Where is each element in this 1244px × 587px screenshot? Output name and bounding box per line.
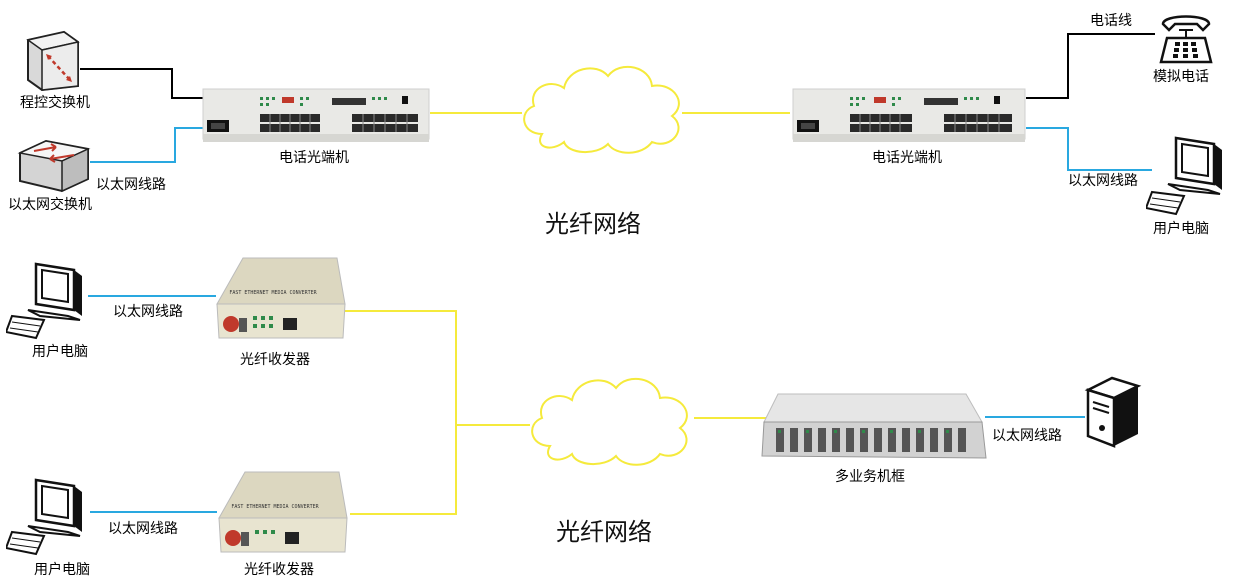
eth-line-label: 以太网线路 <box>113 304 183 320</box>
phone-optical-terminal-left <box>202 88 430 142</box>
computer-icon <box>6 262 82 340</box>
fiber-transceiver-label: 光纤收发器 <box>240 352 310 368</box>
pbx-icon <box>26 30 80 92</box>
fiber-network-label: 光纤网络 <box>545 210 641 238</box>
user-pc-label: 用户电脑 <box>1153 221 1209 237</box>
cloud-icon <box>523 66 680 154</box>
converter-front-text: FAST ETHERNET MEDIA CONVERTER <box>229 290 317 296</box>
fiber-transceiver-label: 光纤收发器 <box>244 562 314 578</box>
server-icon <box>1084 376 1142 448</box>
eth-line-label: 以太网线路 <box>96 177 166 193</box>
phone-optical-terminal-label: 电话光端机 <box>279 150 349 166</box>
eth-switch-label: 以太网交换机 <box>8 197 92 213</box>
switch-eth-wire <box>90 127 205 163</box>
cloud-icon <box>531 378 688 466</box>
phone-line-label: 电话线 <box>1090 13 1132 29</box>
eth-line-label: 以太网线路 <box>108 521 178 537</box>
user-pc-label: 用户电脑 <box>34 562 90 578</box>
pbx-wire <box>80 68 204 99</box>
multiservice-chassis-icon <box>761 393 987 459</box>
fiber-network-label: 光纤网络 <box>556 518 652 546</box>
eth-line-label: 以太网线路 <box>1068 173 1138 189</box>
computer-icon <box>1146 136 1222 216</box>
phone-optical-terminal-label: 电话光端机 <box>872 150 942 166</box>
phone-optical-terminal-right <box>792 88 1026 142</box>
fiber-transceiver-top: FAST ETHERNET MEDIA CONVERTER <box>216 257 346 339</box>
fiber-transceiver-bottom: FAST ETHERNET MEDIA CONVERTER <box>218 471 348 553</box>
pbx-label: 程控交换机 <box>20 95 90 111</box>
multiservice-chassis-label: 多业务机框 <box>835 469 905 485</box>
ethernet-switch-icon <box>17 139 91 193</box>
pc-right-eth-wire <box>1026 127 1152 171</box>
fiber-converter-top <box>345 310 457 515</box>
analog-phone-label: 模拟电话 <box>1153 69 1209 85</box>
phone-wire <box>1026 33 1155 99</box>
user-pc-label: 用户电脑 <box>32 344 88 360</box>
telephone-icon <box>1159 15 1213 64</box>
computer-icon <box>6 478 82 556</box>
converter-front-text: FAST ETHERNET MEDIA CONVERTER <box>231 504 319 510</box>
eth-line-label: 以太网线路 <box>992 428 1062 444</box>
